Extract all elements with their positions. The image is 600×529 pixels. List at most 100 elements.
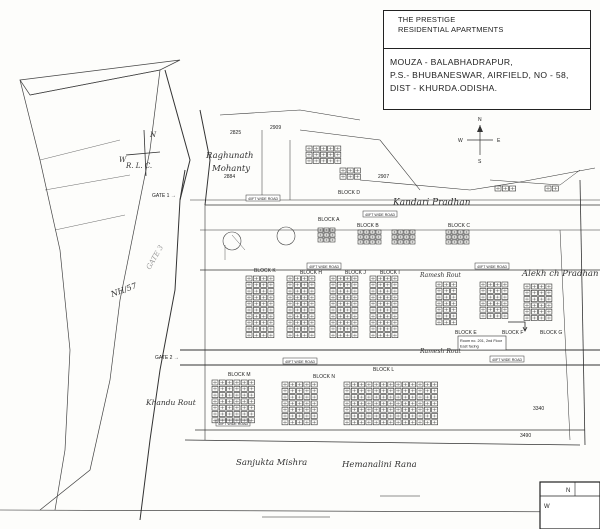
unit-hatch <box>288 321 292 325</box>
unit-hatch <box>352 333 357 337</box>
building-unit <box>375 234 382 240</box>
unit-hatch <box>290 401 295 405</box>
unit-hatch <box>338 302 343 306</box>
building-unit <box>281 394 289 400</box>
building-unit <box>416 406 424 413</box>
unit-hatch <box>288 277 292 280</box>
unit-hatch <box>359 383 364 386</box>
svg-text:Room no. 201, 2nd Floor: Room no. 201, 2nd Floor <box>460 339 503 343</box>
unit-hatch <box>539 303 544 307</box>
building-unit <box>376 319 384 326</box>
building-unit <box>260 307 267 313</box>
unit-hatch <box>348 169 353 172</box>
building-unit <box>376 300 384 307</box>
building-unit <box>372 381 380 388</box>
unit-hatch <box>352 327 357 331</box>
unit-hatch <box>213 406 217 410</box>
building-unit <box>486 294 494 300</box>
unit-hatch <box>309 302 314 306</box>
building-unit <box>301 281 308 288</box>
unit-hatch <box>451 289 456 293</box>
unit-hatch <box>297 395 302 399</box>
building-unit <box>301 275 308 282</box>
building-unit <box>376 307 384 313</box>
unit-hatch <box>381 414 386 418</box>
building-unit <box>336 332 344 339</box>
building-unit <box>351 300 359 307</box>
building-unit <box>350 419 358 426</box>
unit-hatch <box>432 414 437 418</box>
building-unit <box>442 319 450 326</box>
building-unit <box>233 385 241 392</box>
building-unit <box>323 227 330 233</box>
unit-hatch <box>234 399 239 403</box>
building-unit <box>260 319 267 326</box>
building-unit <box>391 294 399 301</box>
unit-hatch <box>254 327 259 331</box>
unit-hatch <box>242 406 247 410</box>
unit-hatch <box>304 389 309 393</box>
unit-hatch <box>393 236 396 238</box>
unit-hatch <box>539 310 544 314</box>
unit-hatch <box>532 310 537 314</box>
unit-hatch <box>283 414 287 418</box>
building-unit <box>431 413 438 419</box>
unit-hatch <box>295 327 300 331</box>
building-unit <box>336 294 344 301</box>
building-unit <box>402 400 409 407</box>
unit-hatch <box>352 420 357 424</box>
building-unit <box>323 237 330 243</box>
building-unit <box>442 306 450 313</box>
unit-hatch <box>288 295 292 299</box>
building-unit <box>545 296 553 302</box>
unit-hatch <box>410 408 415 412</box>
building-unit <box>435 287 443 294</box>
building-unit <box>211 385 219 392</box>
unit-hatch <box>502 301 507 305</box>
unit-hatch <box>444 283 449 286</box>
building-unit <box>494 306 501 313</box>
building-unit <box>253 313 260 320</box>
building-unit <box>376 326 384 332</box>
unit-hatch <box>403 389 408 393</box>
building-unit <box>463 229 470 235</box>
unit-hatch <box>302 327 307 331</box>
building-unit <box>387 400 395 407</box>
unit-hatch <box>525 291 529 295</box>
building-unit <box>336 281 344 288</box>
unit-hatch <box>312 383 317 386</box>
unit-hatch <box>432 420 437 424</box>
building-unit <box>358 381 365 388</box>
unit-hatch <box>385 283 390 287</box>
unit-hatch <box>254 295 259 299</box>
unit-hatch <box>345 333 350 337</box>
unit-hatch <box>403 408 408 412</box>
building-unit <box>293 319 301 326</box>
unit-hatch <box>338 333 343 337</box>
svg-text:3340: 3340 <box>533 406 544 412</box>
building-unit <box>240 385 248 392</box>
unit-hatch <box>396 401 401 405</box>
building-unit <box>358 413 365 419</box>
building-unit <box>394 387 402 394</box>
building-unit <box>301 319 308 326</box>
building-unit <box>245 319 253 326</box>
building-unit <box>416 394 424 400</box>
unit-hatch <box>371 308 375 312</box>
unit-hatch <box>432 401 437 405</box>
unit-hatch <box>283 395 287 399</box>
building-unit <box>457 239 464 245</box>
unit-hatch <box>288 302 292 306</box>
unit-hatch <box>546 310 551 314</box>
unit-hatch <box>378 277 383 280</box>
building-unit <box>545 283 553 290</box>
unit-hatch <box>254 321 259 325</box>
building-unit <box>479 306 487 313</box>
unit-hatch <box>268 283 273 287</box>
building-unit <box>327 158 334 164</box>
project-name-line2: RESIDENTIAL APARTMENTS <box>398 25 504 34</box>
unit-hatch <box>242 381 247 384</box>
building-unit <box>384 332 391 339</box>
unit-hatch <box>525 285 529 288</box>
building-unit <box>530 308 538 315</box>
